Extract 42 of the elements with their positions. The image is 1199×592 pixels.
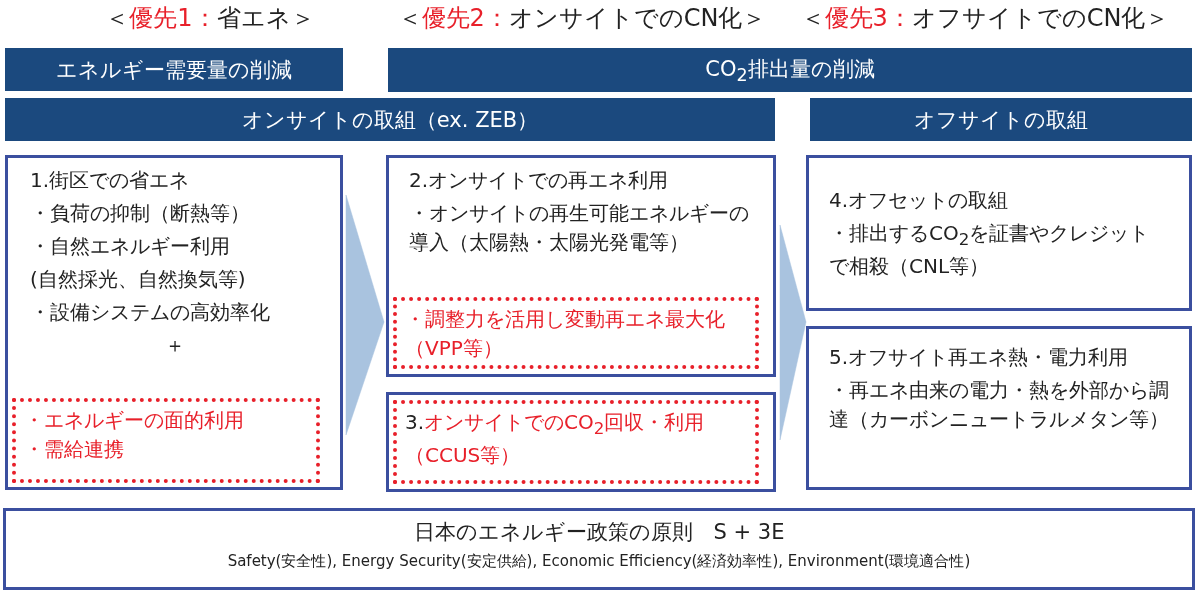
highlight-box: [12, 398, 320, 483]
header-bar: [810, 98, 1192, 141]
box-heading: 5.オフサイト再エネ熱・電力利用: [829, 344, 1130, 371]
band-title: オフサイトの取組: [914, 106, 1088, 134]
process-box: [386, 155, 776, 377]
process-box: [386, 392, 776, 492]
chevron-arrow: [345, 321, 385, 436]
box-text: (自然採光、自然換気等): [30, 266, 247, 293]
box-text: ・再エネ由来の電力・熱を外部から調達（カーボンニュートラルメタン等）: [829, 377, 1169, 433]
highlight-text: ・エネルギーの面的利用: [24, 407, 245, 434]
priority-heading: ＜優先3：オフサイトでのCN化＞: [799, 3, 1171, 34]
box-text: ・オンサイトの再生可能エネルギーの導入（太陽熱・太陽光発電等）: [409, 200, 750, 256]
process-box: [5, 155, 343, 490]
band-title: CO$_{2}$排出量の削減: [705, 55, 875, 86]
highlight-box: [393, 297, 759, 369]
box-text: ・負荷の抑制（断熱等）: [30, 200, 251, 227]
chevron-arrow: [779, 224, 807, 323]
chevron-arrow: [345, 194, 385, 323]
box-heading: 日本のエネルギー政策の原則 S + 3E: [412, 519, 786, 546]
priority-heading: ＜優先1：省エネ＞: [104, 3, 316, 34]
box-heading: 1.街区での省エネ: [30, 167, 191, 194]
priority-heading: ＜優先2：オンサイトでのCN化＞: [396, 3, 768, 34]
box-text: ・設備システムの高効率化: [30, 299, 271, 326]
principle-box: [3, 508, 1195, 590]
header-bar: [388, 48, 1192, 92]
process-box: [806, 155, 1192, 311]
highlight-text: 3.オンサイトでのCO$_{2}$回収・利用（CCUS等）: [405, 409, 706, 470]
box-text: ・自然エネルギー利用: [30, 233, 231, 260]
highlight-text: ・調整力を活用し変動再エネ最大化（VPP等）: [405, 306, 726, 362]
box-heading: 4.オフセットの取組: [829, 187, 1010, 214]
box-text: ・排出するCO$_{2}$を証書やクレジットで相殺（CNL等）: [829, 220, 1151, 281]
box-heading: 2.オンサイトでの再エネ利用: [409, 167, 670, 194]
process-box: [806, 326, 1192, 490]
header-bar: [5, 48, 343, 91]
highlight-box: [393, 400, 759, 484]
box-text: Safety(安全性), Energy Security(安定供給), Economic Efficiency(経済効率性), Environment(環境適合性): [226, 551, 972, 573]
header-bar: [5, 98, 775, 141]
highlight-text: ・需給連携: [24, 436, 125, 463]
band-title: オンサイトの取組（ex. ZEB）: [241, 106, 539, 134]
band-title: エネルギー需要量の削減: [56, 56, 292, 84]
chevron-arrow: [779, 321, 807, 441]
box-text: ＋: [164, 332, 186, 359]
